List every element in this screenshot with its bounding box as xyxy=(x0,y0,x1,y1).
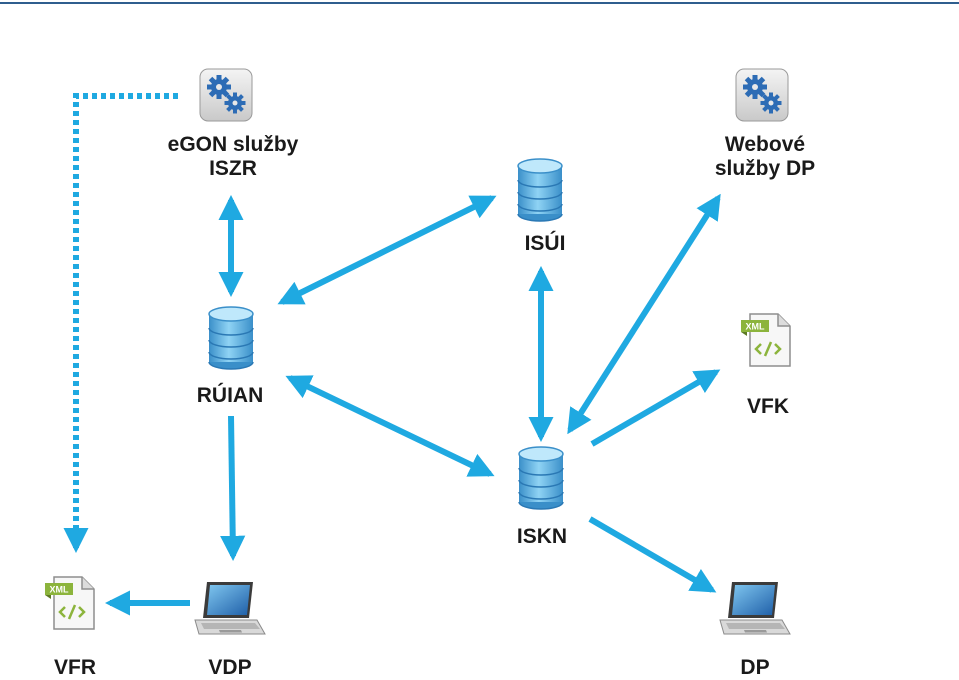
edge-ruian-isui xyxy=(277,195,497,305)
gears-icon xyxy=(199,68,253,122)
node-label-webove: Webové služby DP xyxy=(700,133,830,181)
xml-file-icon xyxy=(739,312,792,368)
webove-label-line1: Webové xyxy=(724,133,806,156)
egon-label-line2: ISZR xyxy=(209,157,257,180)
header-divider xyxy=(0,2,959,4)
node-label-vfk: VFK xyxy=(728,395,808,419)
webove-label-line2: služby DP xyxy=(714,157,816,180)
isui-label: ISÚI xyxy=(524,232,566,255)
laptop-icon xyxy=(194,581,266,635)
node-label-egon: eGON služby ISZR xyxy=(160,133,306,181)
gears-icon xyxy=(735,68,789,122)
edge-iskn-vfk xyxy=(590,369,721,447)
vfk-label: VFK xyxy=(747,395,789,418)
edge-egon-vfr xyxy=(63,93,178,554)
edges-group xyxy=(63,93,721,616)
edge-iskn-dp xyxy=(588,516,717,593)
edge-iskn-webove xyxy=(567,193,721,435)
database-icon xyxy=(208,306,254,370)
vfr-label: VFR xyxy=(54,656,96,679)
dp-label: DP xyxy=(740,656,770,679)
edge-ruian-vdp xyxy=(220,415,246,562)
egon-label-line1: eGON služby xyxy=(167,133,299,156)
ruian-label: RÚIAN xyxy=(196,384,264,407)
node-label-iskn: ISKN xyxy=(497,525,587,549)
laptop-icon xyxy=(719,581,791,635)
node-label-ruian: RÚIAN xyxy=(180,384,280,408)
xml-file-icon xyxy=(43,575,96,631)
node-label-isui: ISÚI xyxy=(500,232,590,256)
edge-ruian-iskn xyxy=(285,375,495,477)
node-label-dp: DP xyxy=(720,656,790,680)
database-icon xyxy=(517,158,563,222)
iskn-label: ISKN xyxy=(516,525,568,548)
vdp-label: VDP xyxy=(208,656,252,679)
node-label-vfr: VFR xyxy=(40,656,110,680)
database-icon xyxy=(518,446,564,510)
node-label-vdp: VDP xyxy=(195,656,265,680)
